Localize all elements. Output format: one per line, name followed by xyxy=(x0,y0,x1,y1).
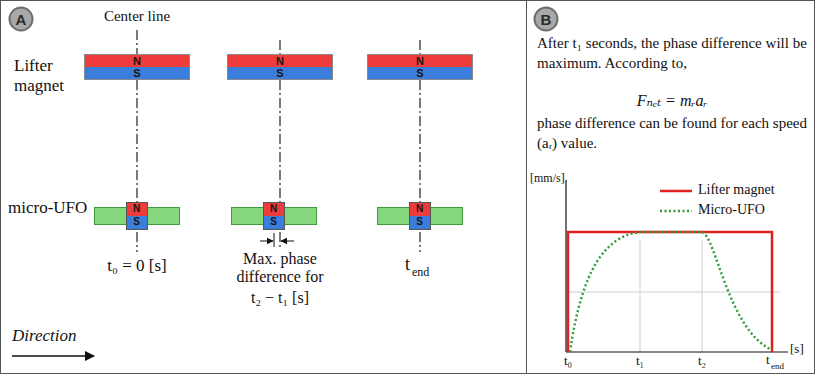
center-line xyxy=(136,232,137,252)
tick-subscript: end xyxy=(771,361,784,371)
speed-chart xyxy=(566,180,788,352)
micro-ufo: NS xyxy=(94,207,180,225)
south-pole: S xyxy=(368,67,472,79)
y-axis xyxy=(565,180,566,352)
pole-letter: N xyxy=(270,204,277,214)
pole-letter: N xyxy=(416,204,423,214)
ufo-magnet: NS xyxy=(263,202,285,230)
pole-letter: S xyxy=(416,217,423,227)
north-pole: N xyxy=(264,203,284,216)
center-line xyxy=(419,40,420,54)
lifter-magnet: NS xyxy=(367,54,473,80)
time-subscript: end xyxy=(412,266,429,280)
micro-ufo: NS xyxy=(377,207,463,225)
legend-sample-line xyxy=(660,190,692,193)
pole-letter: S xyxy=(133,217,140,227)
lifter-magnet-speed-line xyxy=(568,232,772,352)
pole-letter: S xyxy=(416,68,423,79)
time-symbol: t xyxy=(405,254,410,275)
dimension-tick xyxy=(274,233,275,247)
pole-letter: S xyxy=(270,217,277,227)
lifter-magnet: NS xyxy=(227,54,333,80)
north-pole: N xyxy=(368,55,472,67)
tick-label: t₂ xyxy=(698,354,706,369)
legend-text: Micro-UFO xyxy=(698,202,765,218)
pole-letter: N xyxy=(416,56,424,67)
panel-letter-circle: B xyxy=(533,6,559,32)
axis-unit: [s] xyxy=(790,342,804,357)
legend-text: Lifter magnet xyxy=(698,182,775,198)
panel-letter-circle: A xyxy=(8,6,34,32)
time-label: t₀ = 0 [s] xyxy=(107,256,166,276)
ufo-magnet: NS xyxy=(126,202,148,230)
south-pole: S xyxy=(228,67,332,79)
time-label: t₂ − t₁ [s] xyxy=(251,289,309,307)
legend-sample-line xyxy=(660,210,692,213)
center-line xyxy=(279,232,280,247)
grid-line xyxy=(640,240,641,352)
grid-line xyxy=(702,240,703,352)
phase-difference-dimension xyxy=(260,233,294,247)
south-pole: S xyxy=(264,216,284,229)
pole-letter: N xyxy=(276,56,284,67)
pole-letter: N xyxy=(133,204,140,214)
dimension-arrow xyxy=(260,241,273,242)
explanation-text: phase difference can be found for each s… xyxy=(537,114,807,153)
part-label: Lifter magnet xyxy=(14,56,78,95)
note-label: Max. phase difference for xyxy=(224,250,336,287)
north-pole: N xyxy=(127,203,147,216)
micro-ufo-speed-curve xyxy=(570,232,772,352)
north-pole: N xyxy=(228,55,332,67)
panel-divider xyxy=(526,0,527,374)
part-label: micro-UFO xyxy=(8,198,87,218)
center-line-label: Center line xyxy=(104,8,170,25)
center-line xyxy=(279,80,280,207)
lifter-magnet: NS xyxy=(84,54,190,80)
formula: Fₙₑₜ = mᵣaᵣ xyxy=(637,92,708,110)
micro-ufo: NS xyxy=(231,207,317,225)
south-pole: S xyxy=(85,67,189,79)
south-pole: S xyxy=(127,216,147,229)
center-line xyxy=(136,30,137,54)
center-line xyxy=(279,40,280,54)
direction-arrow xyxy=(12,355,94,357)
south-pole: S xyxy=(410,216,430,229)
north-pole: N xyxy=(410,203,430,216)
panel-letter: A xyxy=(8,6,34,32)
direction-label: Direction xyxy=(12,326,77,346)
center-line xyxy=(419,232,420,252)
ufo-magnet: NS xyxy=(409,202,431,230)
tick-label: t₀ xyxy=(564,354,572,369)
pole-letter: N xyxy=(133,56,141,67)
pole-letter: S xyxy=(276,68,283,79)
explanation-text: After t₁ seconds, the phase difference w… xyxy=(537,34,807,73)
x-axis xyxy=(566,351,788,352)
tick-label: t₁ xyxy=(636,354,644,369)
axis-unit: [mm/s] xyxy=(530,172,565,186)
dimension-arrow xyxy=(281,241,294,242)
center-line xyxy=(136,80,137,207)
north-pole: N xyxy=(85,55,189,67)
pole-letter: S xyxy=(133,68,140,79)
center-line xyxy=(419,80,420,207)
grid-line xyxy=(568,292,780,293)
tick-label: t xyxy=(766,353,770,368)
panel-letter: B xyxy=(533,6,559,32)
